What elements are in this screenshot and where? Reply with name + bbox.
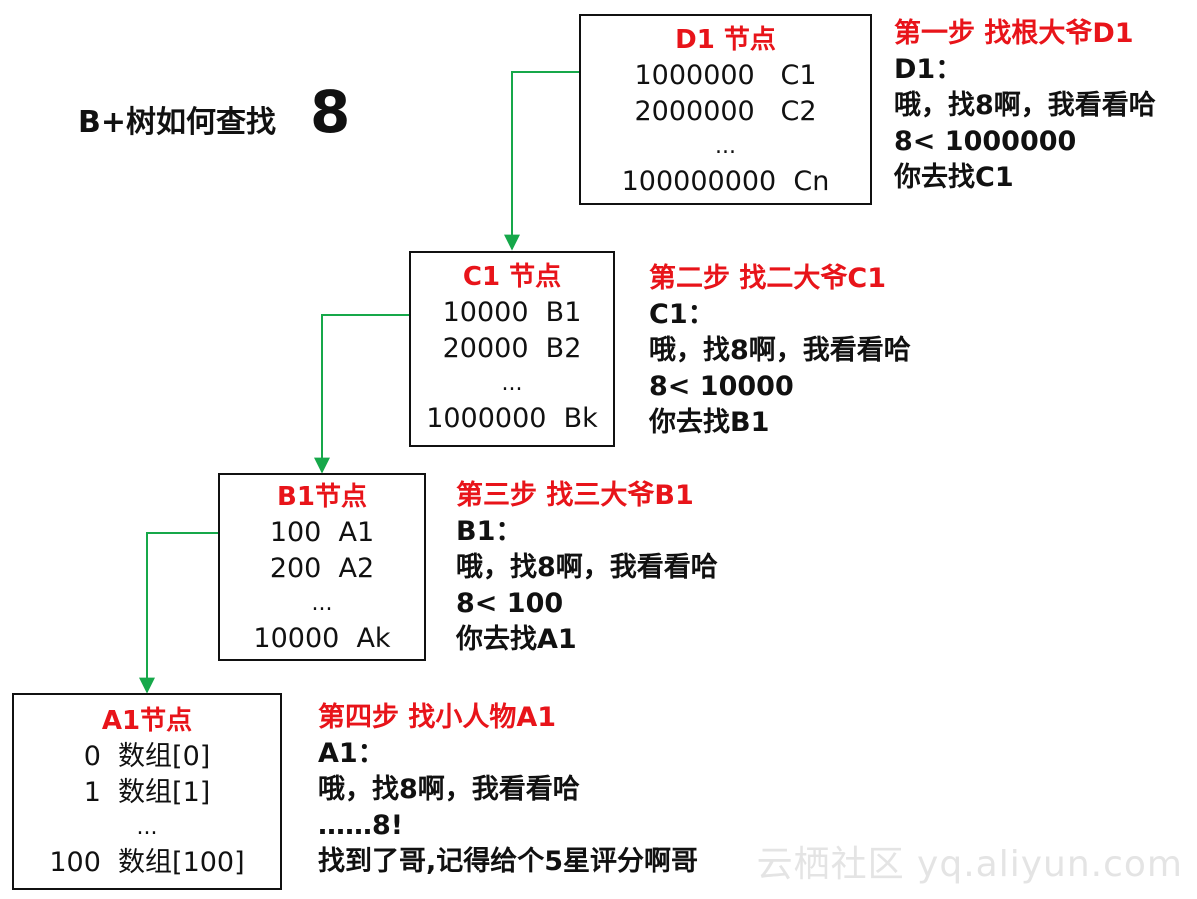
step-2-line: 你去找B1 [649, 407, 770, 438]
node-b1-title: B1节点 [277, 482, 367, 512]
node-c1-ellipsis: ... [501, 371, 523, 396]
step-3-title: 第三步 找三大爷B1 [456, 480, 694, 511]
step-2-line: 8< 10000 [649, 371, 794, 402]
node-b1-ellipsis: ... [311, 591, 333, 616]
node-d1-title: D1 节点 [675, 25, 776, 55]
node-d1: D1 节点 1000000 C1 2000000 C2 ... 10000000… [579, 14, 872, 205]
node-a1-row: 100 数组[100] [49, 847, 245, 878]
title-text: B+树如何查找 [78, 105, 277, 140]
step-1-line: D1： [894, 54, 963, 85]
node-a1-ellipsis: ... [136, 815, 158, 840]
step-4-line: 哦，找8啊，我看看哈 [318, 774, 580, 805]
node-a1-row: 0 数组[0] [83, 741, 211, 772]
node-a1: A1节点 0 数组[0] 1 数组[1] ... 100 数组[100] [12, 693, 282, 890]
step-1-annotation: 第一步 找根大爷D1 D1： 哦，找8啊，我看看哈 8< 1000000 你去找… [894, 16, 1156, 196]
step-3-annotation: 第三步 找三大爷B1 B1： 哦，找8啊，我看看哈 8< 100 你去找A1 [456, 478, 718, 658]
node-a1-title: A1节点 [101, 706, 193, 736]
step-2-annotation: 第二步 找二大爷C1 C1： 哦，找8啊，我看看哈 8< 10000 你去找B1 [649, 261, 911, 441]
node-d1-ellipsis: ... [715, 134, 736, 159]
node-c1-title: C1 节点 [462, 262, 562, 292]
step-1-line: 你去找C1 [894, 162, 1014, 193]
node-b1-row: 200 A2 [269, 553, 375, 584]
node-b1-row: 100 A1 [269, 517, 375, 548]
node-a1-row: 1 数组[1] [83, 777, 211, 808]
node-b1: B1节点 100 A1 200 A2 ... 10000 Ak [218, 473, 426, 661]
node-c1-row: 20000 B2 [442, 333, 582, 364]
node-c1-row: 1000000 Bk [426, 403, 598, 434]
diagram-title: B+树如何查找 8 [78, 78, 350, 146]
watermark: 云栖社区 yq.aliyun.com [756, 844, 1183, 885]
node-c1: C1 节点 10000 B1 20000 B2 ... 1000000 Bk [409, 251, 615, 447]
step-4-title: 第四步 找小人物A1 [318, 702, 557, 733]
step-2-line: 哦，找8啊，我看看哈 [649, 335, 911, 366]
node-c1-row: 10000 B1 [442, 297, 582, 328]
step-2-line: C1： [649, 299, 715, 330]
step-1-line: 哦，找8啊，我看看哈 [894, 90, 1156, 121]
step-2-title: 第二步 找二大爷C1 [649, 263, 887, 294]
search-target-number: 8 [310, 78, 351, 146]
step-4-line: ……8! [318, 810, 404, 841]
node-d1-row: 1000000 C1 [634, 60, 817, 91]
step-1-title: 第一步 找根大爷D1 [894, 18, 1134, 49]
step-3-line: 你去找A1 [456, 624, 577, 655]
arrow-c1-to-b1 [314, 314, 438, 474]
node-d1-row: 2000000 C2 [634, 96, 817, 127]
node-b1-row: 10000 Ak [253, 623, 391, 654]
step-4-line: A1： [318, 738, 385, 769]
node-d1-row: 100000000 Cn [621, 166, 830, 197]
step-3-line: 8< 100 [456, 588, 564, 619]
step-4-line: 找到了哥,记得给个5星评分啊哥 [318, 846, 699, 877]
step-4-annotation: 第四步 找小人物A1 A1： 哦，找8啊，我看看哈 ……8! 找到了哥,记得给个… [318, 700, 698, 880]
step-1-line: 8< 1000000 [894, 126, 1077, 157]
step-3-line: 哦，找8啊，我看看哈 [456, 552, 718, 583]
step-3-line: B1： [456, 516, 523, 547]
